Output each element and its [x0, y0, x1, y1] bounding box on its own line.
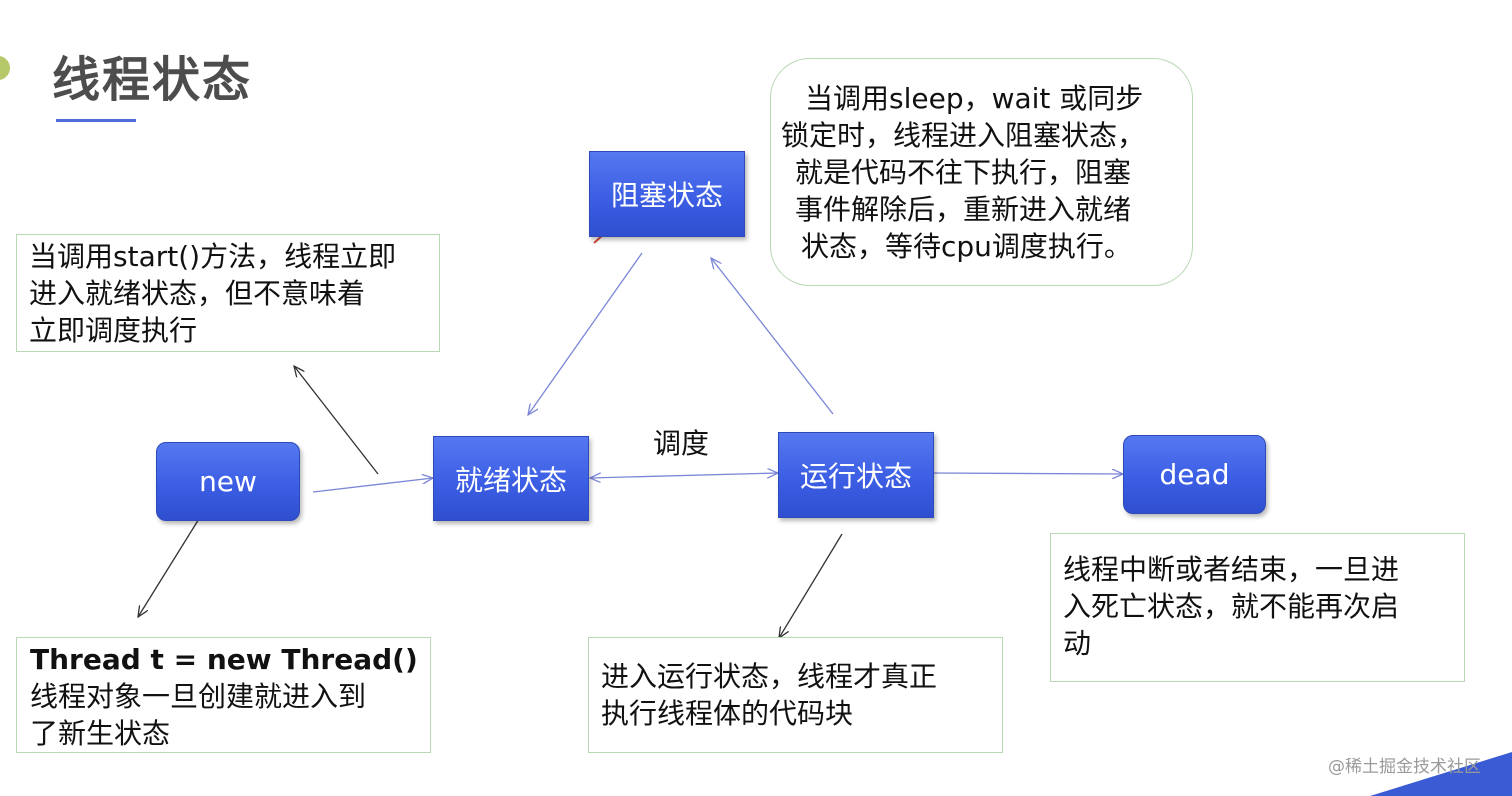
page-title: 线程状态 — [52, 52, 253, 108]
note-start-line-2: 进入就绪状态，但不意味着 — [29, 277, 366, 310]
arrow-ready-running-schedule — [590, 473, 778, 478]
note-start-line-1: 当调用start()方法，线程立即 — [29, 240, 397, 273]
note-blocked-line-4: 事件解除后，重新进入就绪 — [795, 193, 1132, 226]
pointer-ready-to-start-note — [294, 366, 379, 475]
note-start-line-3: 立即调度执行 — [29, 314, 198, 347]
note-new-thread-line-2: 了新生状态 — [30, 717, 171, 750]
note-blocked-line-5: 状态，等待cpu调度执行。 — [801, 230, 1132, 263]
note-new-thread: Thread t = new Thread() 线程对象一旦创建就进入到 了新生… — [16, 637, 431, 753]
state-running-label: 运行状态 — [799, 460, 912, 493]
state-new-label: new — [199, 465, 257, 498]
title-underline — [56, 119, 136, 122]
note-dead-line-2: 入死亡状态，就不能再次启 — [1063, 590, 1400, 623]
note-blocked-line-1: 当调用sleep，wait 或同步 — [805, 82, 1144, 115]
arrow-blocked-to-ready — [528, 252, 643, 415]
pointer-running-to-run-note — [779, 533, 843, 638]
state-dead: dead — [1123, 435, 1266, 514]
arrow-new-to-ready — [312, 478, 433, 493]
state-running: 运行状态 — [778, 432, 934, 518]
note-dead: 线程中断或者结束，一旦进 入死亡状态，就不能再次启 动 — [1050, 533, 1465, 682]
state-ready: 就绪状态 — [433, 436, 589, 521]
arrow-running-to-blocked — [711, 258, 834, 415]
note-dead-line-1: 线程中断或者结束，一旦进 — [1063, 553, 1400, 586]
arrow-running-to-dead — [932, 473, 1123, 474]
note-dead-line-3: 动 — [1063, 627, 1092, 660]
state-blocked: 阻塞状态 — [589, 151, 745, 237]
state-blocked-label: 阻塞状态 — [610, 179, 723, 212]
note-running-line-1: 进入运行状态，线程才真正 — [601, 660, 938, 693]
state-new: new — [156, 442, 300, 521]
schedule-label: 调度 — [653, 427, 710, 460]
note-blocked: 当调用sleep，wait 或同步 锁定时，线程进入阻塞状态， 就是代码不往下执… — [770, 58, 1193, 286]
pointer-new-to-thread-note — [138, 513, 203, 617]
note-blocked-line-3: 就是代码不往下执行，阻塞 — [795, 156, 1132, 189]
note-running: 进入运行状态，线程才真正 执行线程体的代码块 — [588, 637, 1003, 753]
note-blocked-line-2: 锁定时，线程进入阻塞状态， — [781, 119, 1146, 152]
note-running-line-2: 执行线程体的代码块 — [601, 697, 854, 730]
slide-accent-dot — [0, 56, 10, 80]
state-dead-label: dead — [1159, 458, 1230, 491]
state-ready-label: 就绪状态 — [454, 463, 567, 497]
watermark: @稀土掘金技术社区 — [1328, 757, 1481, 777]
note-start: 当调用start()方法，线程立即 进入就绪状态，但不意味着 立即调度执行 — [16, 234, 440, 352]
note-new-thread-line-1: 线程对象一旦创建就进入到 — [30, 680, 367, 713]
note-new-thread-code: Thread t = new Thread() — [30, 643, 418, 676]
